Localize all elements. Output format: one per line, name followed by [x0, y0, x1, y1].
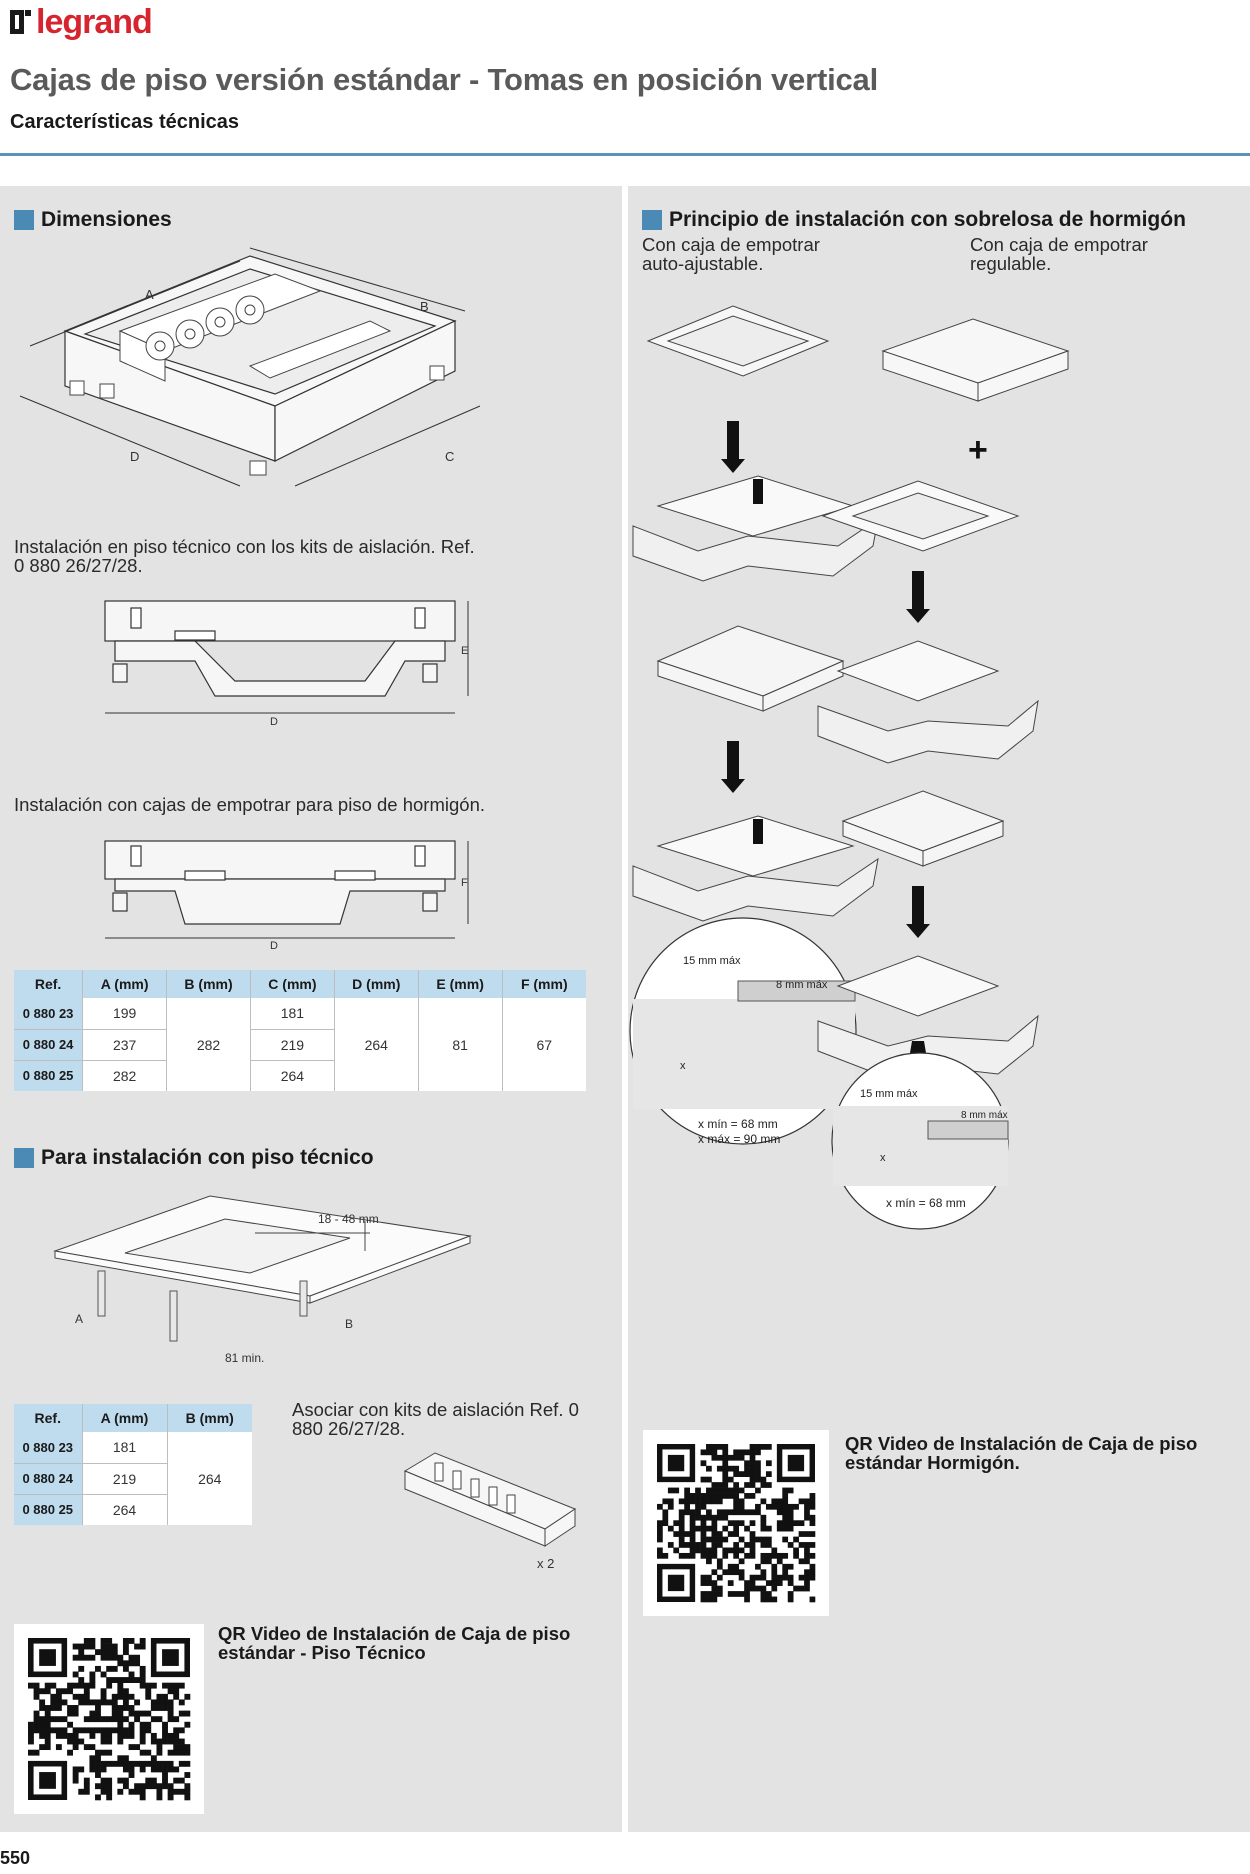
table-row: 0 880 23 181 264 — [14, 1432, 252, 1525]
col-d: D (mm) — [333, 970, 419, 998]
detail1-top: 15 mm máx — [683, 955, 741, 967]
qr-label-tech-floor: QR Video de Instalación de Caja de piso … — [218, 1623, 571, 1664]
kit-qty: x 2 — [537, 1556, 554, 1571]
min-label: 81 min. — [225, 1351, 264, 1365]
range-label: 18 - 48 mm — [318, 1212, 379, 1226]
caption-concrete: Instalación con cajas de empotrar para p… — [14, 794, 485, 815]
header-divider — [0, 153, 1250, 156]
dim-label-d: D — [130, 449, 139, 464]
detail1-side: 8 mm máx — [776, 979, 828, 991]
left-panel: Dimensiones A B — [0, 186, 622, 1832]
plus-sign: + — [968, 431, 988, 469]
dim-label-d2: D — [270, 716, 278, 726]
dimensions-heading: Dimensiones — [14, 208, 172, 232]
legrand-logo-icon — [10, 8, 32, 36]
qr-code-icon — [28, 1638, 191, 1801]
col-b: B (mm) — [166, 970, 251, 998]
col-f: F (mm) — [501, 970, 586, 998]
page-number: 550 — [0, 1848, 31, 1868]
detail1-max: x máx = 90 mm — [698, 1132, 780, 1146]
table-cell: 181 — [249, 998, 335, 1029]
table-cell: 181 — [81, 1432, 167, 1463]
table-header-row: Ref. A (mm) B (mm) — [14, 1404, 252, 1432]
tech-floor-heading-text: Para instalación con piso técnico — [41, 1146, 374, 1169]
table-row: 0 880 24 237 219 — [14, 1028, 586, 1060]
dim-label-f: F — [461, 877, 468, 889]
section-marker-icon — [14, 210, 34, 230]
concrete-floor-side-diagram: F D — [104, 840, 469, 951]
table-cell-ref: 0 880 25 — [14, 1059, 83, 1091]
col1-caption: Con caja de empotrar auto-ajustable. — [642, 234, 820, 274]
dimensions-heading-text: Dimensiones — [41, 208, 172, 231]
detail2-min: x mín = 68 mm — [886, 1196, 966, 1210]
dim-label-a: A — [145, 287, 154, 302]
concrete-install-steps-diagram: 15 mm máx 8 mm máx x x mín = 68 mm x máx… — [629, 305, 1070, 1230]
dim-label-c: C — [445, 449, 454, 464]
section-marker-icon — [14, 1148, 34, 1168]
col2-caption: Con caja de empotrar regulable. — [970, 234, 1148, 274]
col-c: C (mm) — [249, 970, 335, 998]
table-cell-ref: 0 880 25 — [14, 1493, 82, 1525]
table-cell: 264 — [333, 998, 419, 1091]
dim-label-a4: A — [75, 1312, 83, 1326]
qr-label-concrete: QR Video de Instalación de Caja de piso … — [845, 1433, 1198, 1474]
page-subtitle: Características técnicas — [10, 111, 240, 133]
table-header-row: Ref. A (mm) B (mm) C (mm) D (mm) E (mm) … — [14, 970, 586, 998]
legrand-logo: legrand — [10, 2, 153, 41]
col-b: B (mm) — [166, 1404, 252, 1432]
table-cell: 219 — [249, 1028, 335, 1060]
table-row: 0 880 24 219 — [14, 1462, 252, 1494]
table-row: 0 880 23 199 282 181 264 81 67 — [14, 998, 586, 1091]
dim-label-b4: B — [345, 1317, 353, 1331]
table-cell-ref: 0 880 23 — [14, 998, 83, 1029]
col-ref: Ref. — [14, 1404, 82, 1432]
detail2-side: 8 mm máx — [961, 1110, 1008, 1121]
table-cell: 282 — [82, 1059, 167, 1091]
page-title: Cajas de piso versión estándar - Tomas e… — [10, 62, 878, 97]
qr-code-tech-floor[interactable] — [14, 1624, 204, 1814]
col-a: A (mm) — [82, 970, 167, 998]
concrete-install-heading: Principio de instalación con sobrelosa d… — [642, 208, 1186, 232]
detail1-x: x — [680, 1060, 686, 1072]
table-cell: 67 — [501, 998, 586, 1091]
table-cell: 237 — [82, 1028, 167, 1060]
brand-name: legrand — [36, 2, 153, 41]
table-cell: 282 — [166, 998, 251, 1091]
dimensions-table: Ref. A (mm) B (mm) C (mm) D (mm) E (mm) … — [14, 970, 586, 1091]
caption-tech-floor: Instalación en piso técnico con los kits… — [14, 536, 475, 576]
dim-label-b: B — [420, 299, 429, 314]
qr-code-concrete[interactable] — [643, 1430, 829, 1616]
raised-floor-diagram: 18 - 48 mm A B 81 min. — [53, 1195, 472, 1365]
table-cell: 264 — [166, 1432, 252, 1525]
dim-label-d3: D — [270, 940, 278, 951]
concrete-install-heading-text: Principio de instalación con sobrelosa d… — [669, 208, 1186, 231]
table-cell: 81 — [417, 998, 503, 1091]
isolation-kit-diagram: x 2 — [403, 1452, 577, 1571]
table-row: 0 880 25 282 264 — [14, 1059, 586, 1091]
detail2-x: x — [880, 1152, 886, 1164]
kit-caption: Asociar con kits de aislación Ref. 0 880… — [292, 1399, 579, 1439]
table-cell: 264 — [81, 1493, 167, 1525]
section-marker-icon — [642, 210, 662, 230]
table-cell: 199 — [82, 998, 167, 1029]
table-cell-ref: 0 880 24 — [14, 1462, 82, 1494]
qr-code-icon — [657, 1444, 816, 1603]
detail2-top: 15 mm máx — [860, 1088, 918, 1100]
table-cell-ref: 0 880 24 — [14, 1028, 83, 1060]
col-e: E (mm) — [417, 970, 503, 998]
table-row: 0 880 25 264 — [14, 1493, 252, 1525]
floor-box-isometric-diagram: A B D C — [19, 247, 481, 487]
right-panel: Principio de instalación con sobrelosa d… — [628, 186, 1250, 1832]
col-ref: Ref. — [14, 970, 83, 998]
table-cell: 264 — [249, 1059, 335, 1091]
table-cell-ref: 0 880 23 — [14, 1432, 82, 1463]
tech-floor-table: Ref. A (mm) B (mm) 0 880 23 181 264 0 88… — [14, 1404, 252, 1525]
table-cell: 219 — [81, 1462, 167, 1494]
dim-label-e: E — [461, 645, 468, 657]
tech-floor-heading: Para instalación con piso técnico — [14, 1146, 374, 1170]
tech-floor-side-diagram: E D — [104, 600, 469, 726]
col-a: A (mm) — [81, 1404, 167, 1432]
detail1-min: x mín = 68 mm — [698, 1117, 778, 1131]
